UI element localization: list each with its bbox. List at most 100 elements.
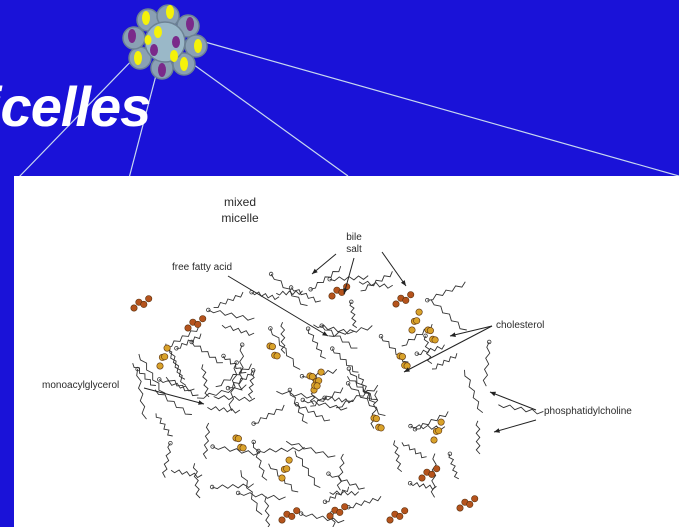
bile-salt-molecule (429, 471, 435, 477)
cholesterol-molecule (318, 369, 324, 375)
cholesterol-arrow-upper (450, 326, 492, 336)
phosphatidylcholine-arrow-upper-head (490, 392, 496, 396)
lipid-chain (156, 413, 173, 436)
cholesterol-molecule (157, 363, 163, 369)
lipid-chain (276, 291, 302, 295)
lipid-chain (193, 463, 200, 498)
bile-salt-molecule (141, 301, 147, 307)
slide-title: icelles (0, 74, 150, 139)
lipid-chain (332, 349, 358, 373)
bile-salt-molecule (403, 297, 409, 303)
lipid-chain (427, 282, 465, 301)
micelle-diagram (14, 176, 679, 527)
cholesterol-molecule (309, 373, 315, 379)
callout-line-right (205, 42, 679, 176)
lipid-chain (265, 497, 270, 527)
cholesterol-molecule (414, 318, 420, 324)
phosphatidylcholine-arrow-upper (490, 392, 536, 410)
bile-salt-molecule (472, 496, 478, 502)
lipid-chain (297, 404, 330, 421)
mixed-micelle-figure: mixed micelle bile salt free fatty acid … (14, 176, 679, 527)
phosphatidylcholine-label: phosphatidylcholine (544, 406, 632, 417)
lipid-chain (483, 342, 490, 386)
lipid-chain (166, 377, 198, 396)
polar-headgroup (269, 272, 273, 276)
free-fatty-acid-arrow (228, 276, 328, 336)
cholesterol-molecule (399, 353, 405, 359)
lipid-chain (254, 405, 285, 424)
lipid-chain (170, 347, 186, 385)
bile-salt-molecule (200, 316, 206, 322)
lipid-chain (329, 474, 365, 490)
lipid-chain (214, 396, 255, 402)
lipid-chain (281, 322, 285, 353)
cholesterol-molecule (436, 428, 442, 434)
lipid-chain (192, 342, 223, 363)
lipid-chain (410, 483, 436, 490)
bile-salt-molecule (393, 301, 399, 307)
cholesterol-molecule (416, 309, 422, 315)
lipid-chain (203, 423, 209, 459)
bile-salt-molecule (434, 466, 440, 472)
lipid-chain (238, 493, 286, 500)
cholesterol-molecule (404, 363, 410, 369)
bile-salt-molecule (342, 504, 348, 510)
bile-salt-molecule (457, 505, 463, 511)
cholesterol-arrow-upper-head (450, 332, 456, 337)
lipid-chain (295, 451, 320, 488)
cholesterol-molecule (438, 419, 444, 425)
bile-salt-molecule (289, 513, 295, 519)
bile-salt-molecule (408, 292, 414, 298)
lipid-chain (241, 470, 262, 514)
lipid-chain (258, 447, 304, 452)
cholesterol-molecule (373, 415, 379, 421)
lipid-chain (394, 440, 402, 471)
lipid-chain (214, 292, 243, 308)
cholesterol-molecule (378, 425, 384, 431)
cholesterol-molecule (279, 475, 285, 481)
free-fatty-acid-arrow-head (322, 331, 328, 336)
cholesterol-molecule (269, 343, 275, 349)
lipid-chain (431, 300, 467, 331)
micelle-cluster-icon (118, 2, 218, 82)
lipid-chain (350, 302, 357, 328)
cholesterol-label: cholesterol (496, 320, 544, 331)
lipid-chain (348, 496, 381, 508)
bile-salt-molecule (294, 508, 300, 514)
cholesterol-molecule (427, 327, 433, 333)
lipid-chain (337, 454, 344, 490)
lipid-chain (498, 405, 543, 414)
bile-salt-arrow-right-head (401, 280, 406, 286)
lipid-chain (359, 281, 393, 288)
lipid-chain (303, 400, 347, 410)
bile-salt-molecule (195, 321, 201, 327)
lipid-chain (328, 326, 372, 337)
lipid-chain (325, 397, 353, 403)
bile-salt-molecule (327, 513, 333, 519)
lipid-chain (330, 491, 359, 495)
phosphatidylcholine-arrow-lower-head (494, 428, 500, 433)
cholesterol-molecule (235, 435, 241, 441)
lipid-chain (449, 454, 459, 479)
bile-salt-molecule (387, 517, 393, 523)
cholesterol-molecule (431, 437, 437, 443)
bile-salt-molecule (146, 296, 152, 302)
lipid-chain (325, 487, 349, 502)
lipid-chain (291, 288, 321, 303)
lipid-chain (202, 364, 209, 396)
lipid-chain (213, 447, 261, 456)
mixed-micelle-heading: mixed micelle (210, 194, 270, 226)
bile-salt-molecule (402, 508, 408, 514)
bile-salt-molecule (131, 305, 137, 311)
lipid-chain (286, 441, 335, 457)
lipid-chain (371, 391, 378, 429)
lipid-chain (208, 310, 254, 320)
monoacylglycerol-label: monoacylglycerol (42, 380, 119, 391)
lipid-chain (155, 390, 192, 415)
phosphatidylcholine-arrow-lower (494, 420, 536, 432)
bile-salt-molecule (467, 501, 473, 507)
bile-salt-molecule (419, 475, 425, 481)
cholesterol-molecule (240, 445, 246, 451)
lipid-chain (163, 443, 171, 477)
free-fatty-acid-label: free fatty acid (172, 262, 232, 273)
